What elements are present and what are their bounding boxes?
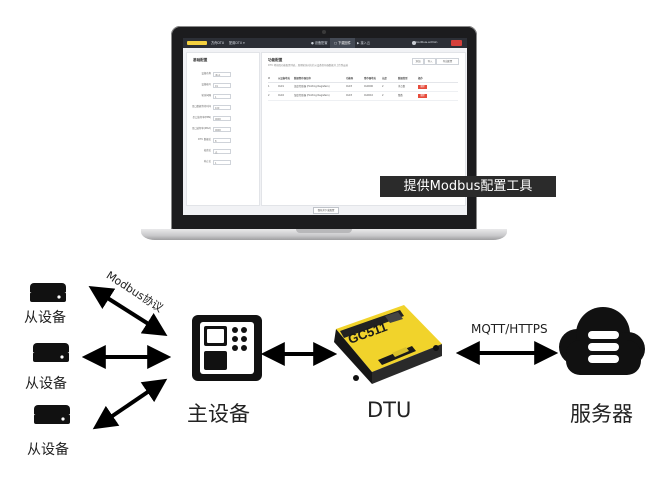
table-cell: 湿度传感器 (Holding Registers)	[294, 94, 330, 97]
laptop-screen: 方舟DTU 配置DTU ▾ ● 设备配置 ▢ 下载固件 ▶ 接入云 modbus…	[183, 38, 467, 215]
slave-label-2: 从设备	[25, 376, 67, 392]
config-field-label: 设备编号	[201, 83, 211, 86]
dtu-label: DTU	[367, 398, 412, 422]
config-field: 串口波特率(MAX)9600	[189, 126, 257, 132]
table-cell: 1	[268, 85, 270, 88]
config-field-input[interactable]: 1	[213, 93, 231, 99]
app-brand: 方舟DTU	[211, 41, 225, 45]
table-cell: 0x01	[278, 85, 284, 88]
table-cell: 0x0000	[364, 85, 374, 88]
table-cell: 浮点数	[398, 85, 406, 88]
tab-firmware[interactable]: ▢ 下载固件	[330, 38, 355, 48]
config-field-input[interactable]: 9600	[213, 115, 231, 121]
config-field-input[interactable]: 1	[213, 159, 231, 165]
config-field-input[interactable]: 9600	[213, 126, 231, 132]
laptop-base	[141, 229, 507, 240]
table-row[interactable]: 1 0x01 温度传感器 (Holding Registers) 0x03 0x0000…	[268, 83, 458, 92]
config-field: 校验位无	[189, 148, 257, 154]
basic-config-title: 基础配置	[193, 58, 208, 62]
add-button[interactable]: 添加	[412, 58, 424, 65]
config-field-label: 串口波特率(MAX)	[191, 127, 211, 130]
avatar[interactable]	[412, 41, 416, 45]
column-header: #	[268, 77, 271, 80]
modbus-tool-caption: 提供Modbus配置工具	[380, 176, 556, 197]
delete-button[interactable]: 删除	[418, 85, 427, 89]
save-config-button[interactable]: 保存并下发配置	[313, 207, 339, 214]
table-cell: 0x0010	[364, 94, 374, 97]
config-field-label: 校验位	[203, 149, 211, 152]
column-header: 功能码	[346, 77, 354, 80]
column-header: 长度	[382, 77, 387, 80]
function-config-title: 功能配置	[268, 58, 283, 62]
table-cell: 2	[268, 94, 270, 97]
slave-device-icon	[30, 283, 66, 302]
column-header: 数据寄存器名称	[294, 77, 311, 80]
mqtt-https-label: MQTT/HTTPS	[471, 322, 548, 336]
function-config-subtitle: DTU 将按照功能配置列表，周期轮询对应的从设备寄存器数据并上传到云端	[268, 64, 348, 67]
table-cell: 整数	[398, 94, 403, 97]
config-menu[interactable]: 配置DTU ▾	[229, 41, 245, 45]
export-button[interactable]: 导出配置	[436, 58, 459, 65]
config-field: 串口波特率(MIN)9600	[189, 115, 257, 121]
modbus-arrow-top	[88, 286, 168, 336]
config-field-input[interactable]: 01	[213, 82, 231, 88]
config-field-input[interactable]: dtu1	[213, 71, 231, 77]
config-field-label: 轮询间隔	[201, 94, 211, 97]
table-cell: 温度传感器 (Holding Registers)	[294, 85, 330, 88]
server-label: 服务器	[570, 402, 633, 426]
modbus-arrow-bottom	[92, 378, 168, 430]
column-header: 从设备地址	[278, 77, 290, 80]
slave-label-1: 从设备	[24, 310, 66, 326]
slave-device-icon	[33, 343, 69, 362]
import-button[interactable]: 导入	[424, 58, 436, 65]
table-header: # 从设备地址 数据寄存器名称 功能码 寄存器地址 长度 数据类型 操作	[268, 76, 458, 83]
slave-label-3: 从设备	[27, 442, 69, 458]
app-topbar: 方舟DTU 配置DTU ▾ ● 设备配置 ▢ 下载固件 ▶ 接入云 modbus…	[183, 38, 467, 48]
delete-button[interactable]: 删除	[418, 94, 427, 98]
app-logo	[187, 41, 207, 45]
table-cell: 2	[382, 85, 384, 88]
config-field-label: 串口波特率(MIN)	[192, 116, 211, 119]
column-header: 寄存器地址	[364, 77, 376, 80]
user-name[interactable]: modbus.admin	[415, 40, 438, 44]
config-field-label: DTU 数据位	[198, 138, 211, 141]
config-field-input[interactable]: 无	[213, 148, 231, 154]
slave-device-icon	[34, 405, 70, 424]
flag-icon	[451, 40, 462, 46]
table-cell: 0x02	[278, 94, 284, 97]
table-cell: 0x03	[346, 94, 352, 97]
column-header: 数据类型	[398, 77, 408, 80]
config-field-label: 设备名称	[201, 72, 211, 75]
table-cell: 2	[382, 94, 384, 97]
tab-device-config[interactable]: ● 设备配置	[311, 41, 328, 45]
column-header: 操作	[418, 77, 423, 80]
master-device-icon	[192, 315, 262, 381]
master-label: 主设备	[187, 402, 250, 426]
config-field-label: 串口数据等待时间	[191, 105, 211, 108]
table-row[interactable]: 2 0x02 湿度传感器 (Holding Registers) 0x03 0x0010…	[268, 92, 458, 101]
dtu-device-icon: GC511	[334, 305, 442, 384]
camera-icon	[322, 30, 326, 34]
table-cell: 0x03	[346, 85, 352, 88]
cloud-server-icon	[559, 307, 645, 375]
config-field-input[interactable]: 8	[213, 137, 231, 143]
config-field-label: 停止位	[203, 160, 211, 163]
tab-cloud[interactable]: ▶ 接入云	[357, 41, 371, 45]
laptop-notch	[296, 229, 352, 233]
config-field-input[interactable]: 100	[213, 104, 231, 110]
